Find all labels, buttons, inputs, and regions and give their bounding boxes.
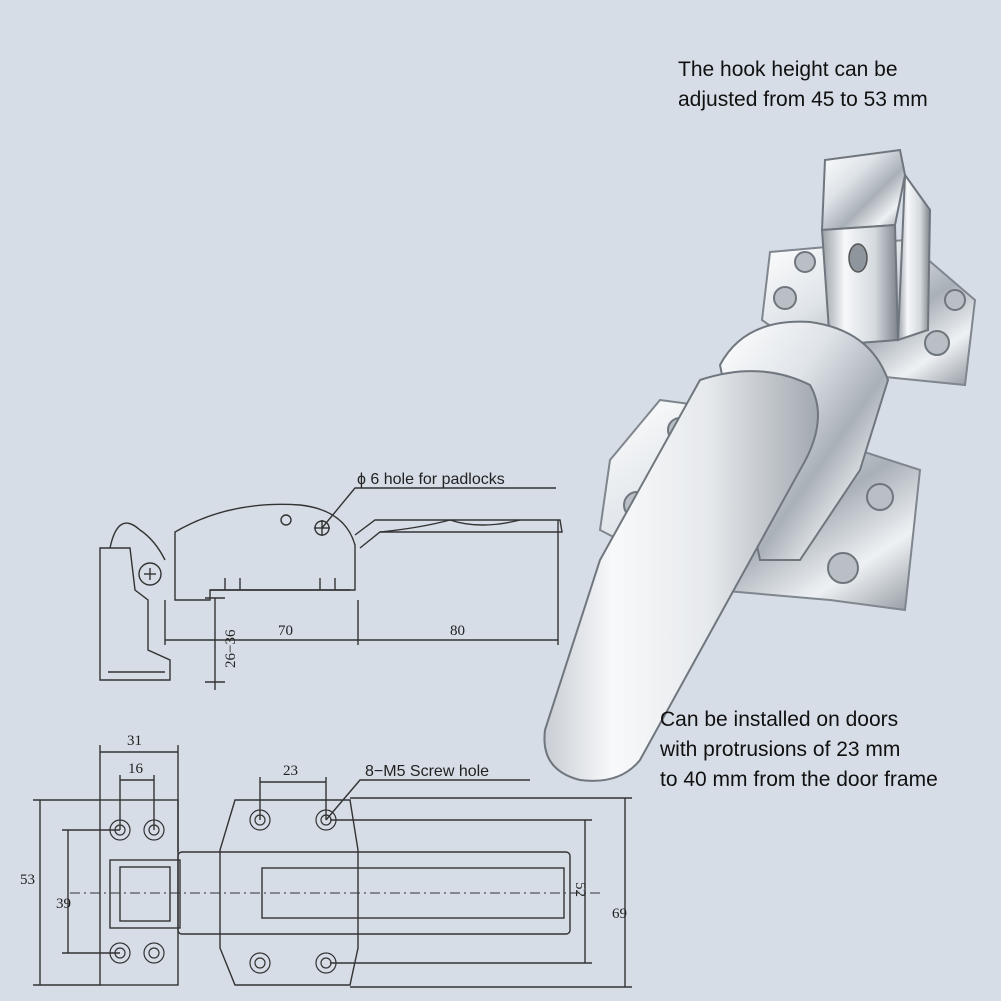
dim-31: 31 [127,733,142,749]
side-view [99,487,563,690]
installation-note-line: Can be installed on doors [660,708,899,731]
installation-note-line: to 40 mm from the door frame [660,768,938,791]
screw-holes [109,809,337,974]
top-view [33,745,632,988]
side-base-bracket [99,547,171,681]
installation-note-line: with protrusions of 23 mm [660,738,901,761]
dim-53: 53 [20,872,35,888]
dim-39: 39 [56,896,71,912]
right-plate [219,799,359,986]
hook-height-note-line: adjusted from 45 to 53 mm [678,88,928,111]
adjust-screw [848,243,868,273]
screw-leader [325,779,530,821]
base-plate-hole [866,483,894,511]
side-body-outline [174,503,356,601]
hook-height-note-line: The hook height can be [678,58,898,81]
dim-16: 16 [128,761,144,777]
base-plate-hole [827,552,859,584]
dim-23: 23 [283,763,298,779]
strike-plate-hole [944,289,966,311]
hook-height-note: The hook height can be adjusted from 45 … [678,55,928,115]
strike-plate-hole [924,330,950,356]
dim-70: 70 [278,623,293,639]
installation-note: Can be installed on doors with protrusio… [660,705,938,795]
dim-80: 80 [450,623,465,639]
padlock-leader [321,487,556,529]
hook-block [820,148,932,347]
latch-handle [543,370,819,782]
screw-hole-label: 8−M5 Screw hole [365,763,489,780]
dim-52: 52 [572,882,588,897]
strike-plate-hole [794,251,816,273]
dim-26-36: 26−36 [223,629,239,668]
dim-69: 69 [612,906,627,922]
strike-plate-hole [773,286,797,310]
padlock-hole-label: ϕ 6 hole for padlocks [357,471,505,488]
small-hole [280,514,292,526]
pivot-pin [138,562,162,586]
